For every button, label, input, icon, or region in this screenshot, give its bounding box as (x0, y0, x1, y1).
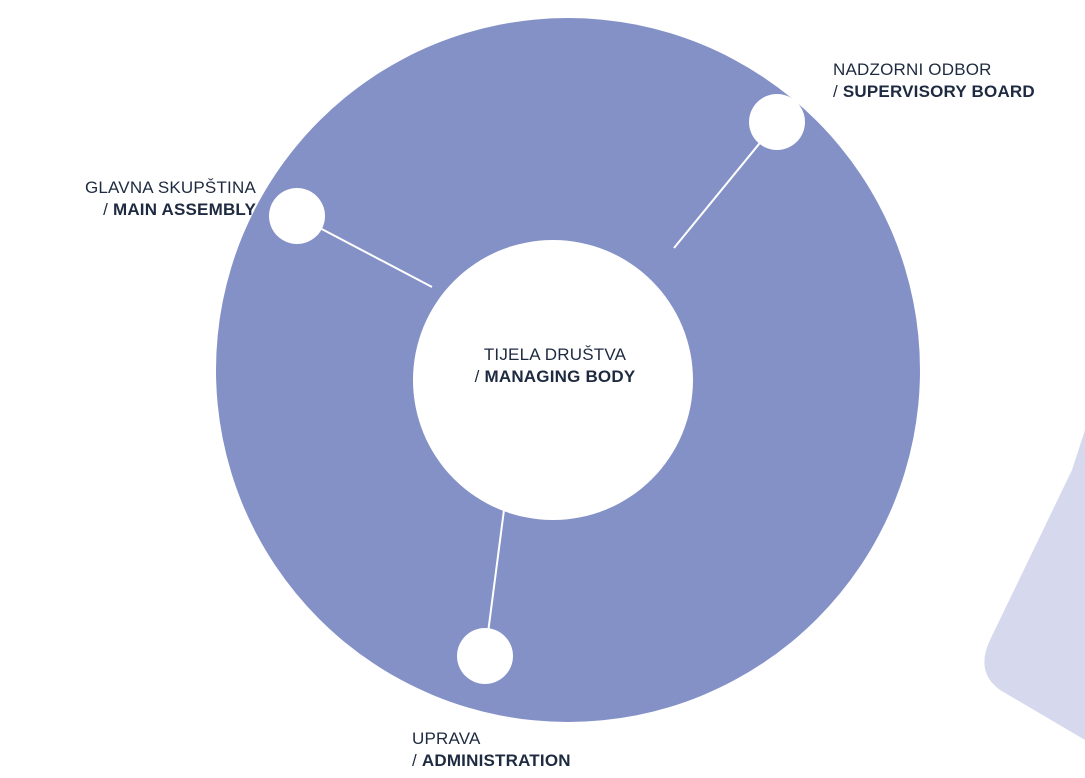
supervisory-board-label-native: NADZORNI ODBOR (833, 60, 992, 79)
supervisory-board-label-english-line: / SUPERVISORY BOARD (833, 81, 1035, 103)
main-assembly-label-native: GLAVNA SKUPŠTINA (84, 178, 256, 197)
main-assembly-label: GLAVNA SKUPŠTINA / MAIN ASSEMBLY (0, 177, 256, 221)
administration-label-slash: / (412, 751, 422, 770)
node-main-assembly[interactable] (269, 188, 325, 244)
main-assembly-label-slash: / (103, 200, 113, 219)
administration-label: UPRAVA / ADMINISTRATION (412, 728, 571, 772)
decorative-background-shape (984, 430, 1085, 740)
main-assembly-label-english: MAIN ASSEMBLY (112, 200, 256, 219)
main-assembly-label-english-line: / MAIN ASSEMBLY (0, 199, 256, 221)
center-label: TIJELA DRUŠTVA / MANAGING BODY (417, 344, 693, 388)
center-label-english: MANAGING BODY (484, 367, 636, 386)
supervisory-board-label-slash: / (833, 82, 843, 101)
center-label-english-line: / MANAGING BODY (417, 366, 693, 388)
node-supervisory-board[interactable] (749, 94, 805, 150)
center-circle (413, 240, 693, 520)
administration-label-english: ADMINISTRATION (421, 751, 571, 770)
administration-label-english-line: / ADMINISTRATION (412, 750, 571, 772)
center-label-slash: / (474, 367, 485, 386)
supervisory-board-label: NADZORNI ODBOR / SUPERVISORY BOARD (833, 59, 1035, 103)
administration-label-native: UPRAVA (412, 729, 481, 748)
center-label-native: TIJELA DRUŠTVA (483, 345, 627, 364)
supervisory-board-label-english: SUPERVISORY BOARD (842, 82, 1035, 101)
node-administration[interactable] (457, 628, 513, 684)
